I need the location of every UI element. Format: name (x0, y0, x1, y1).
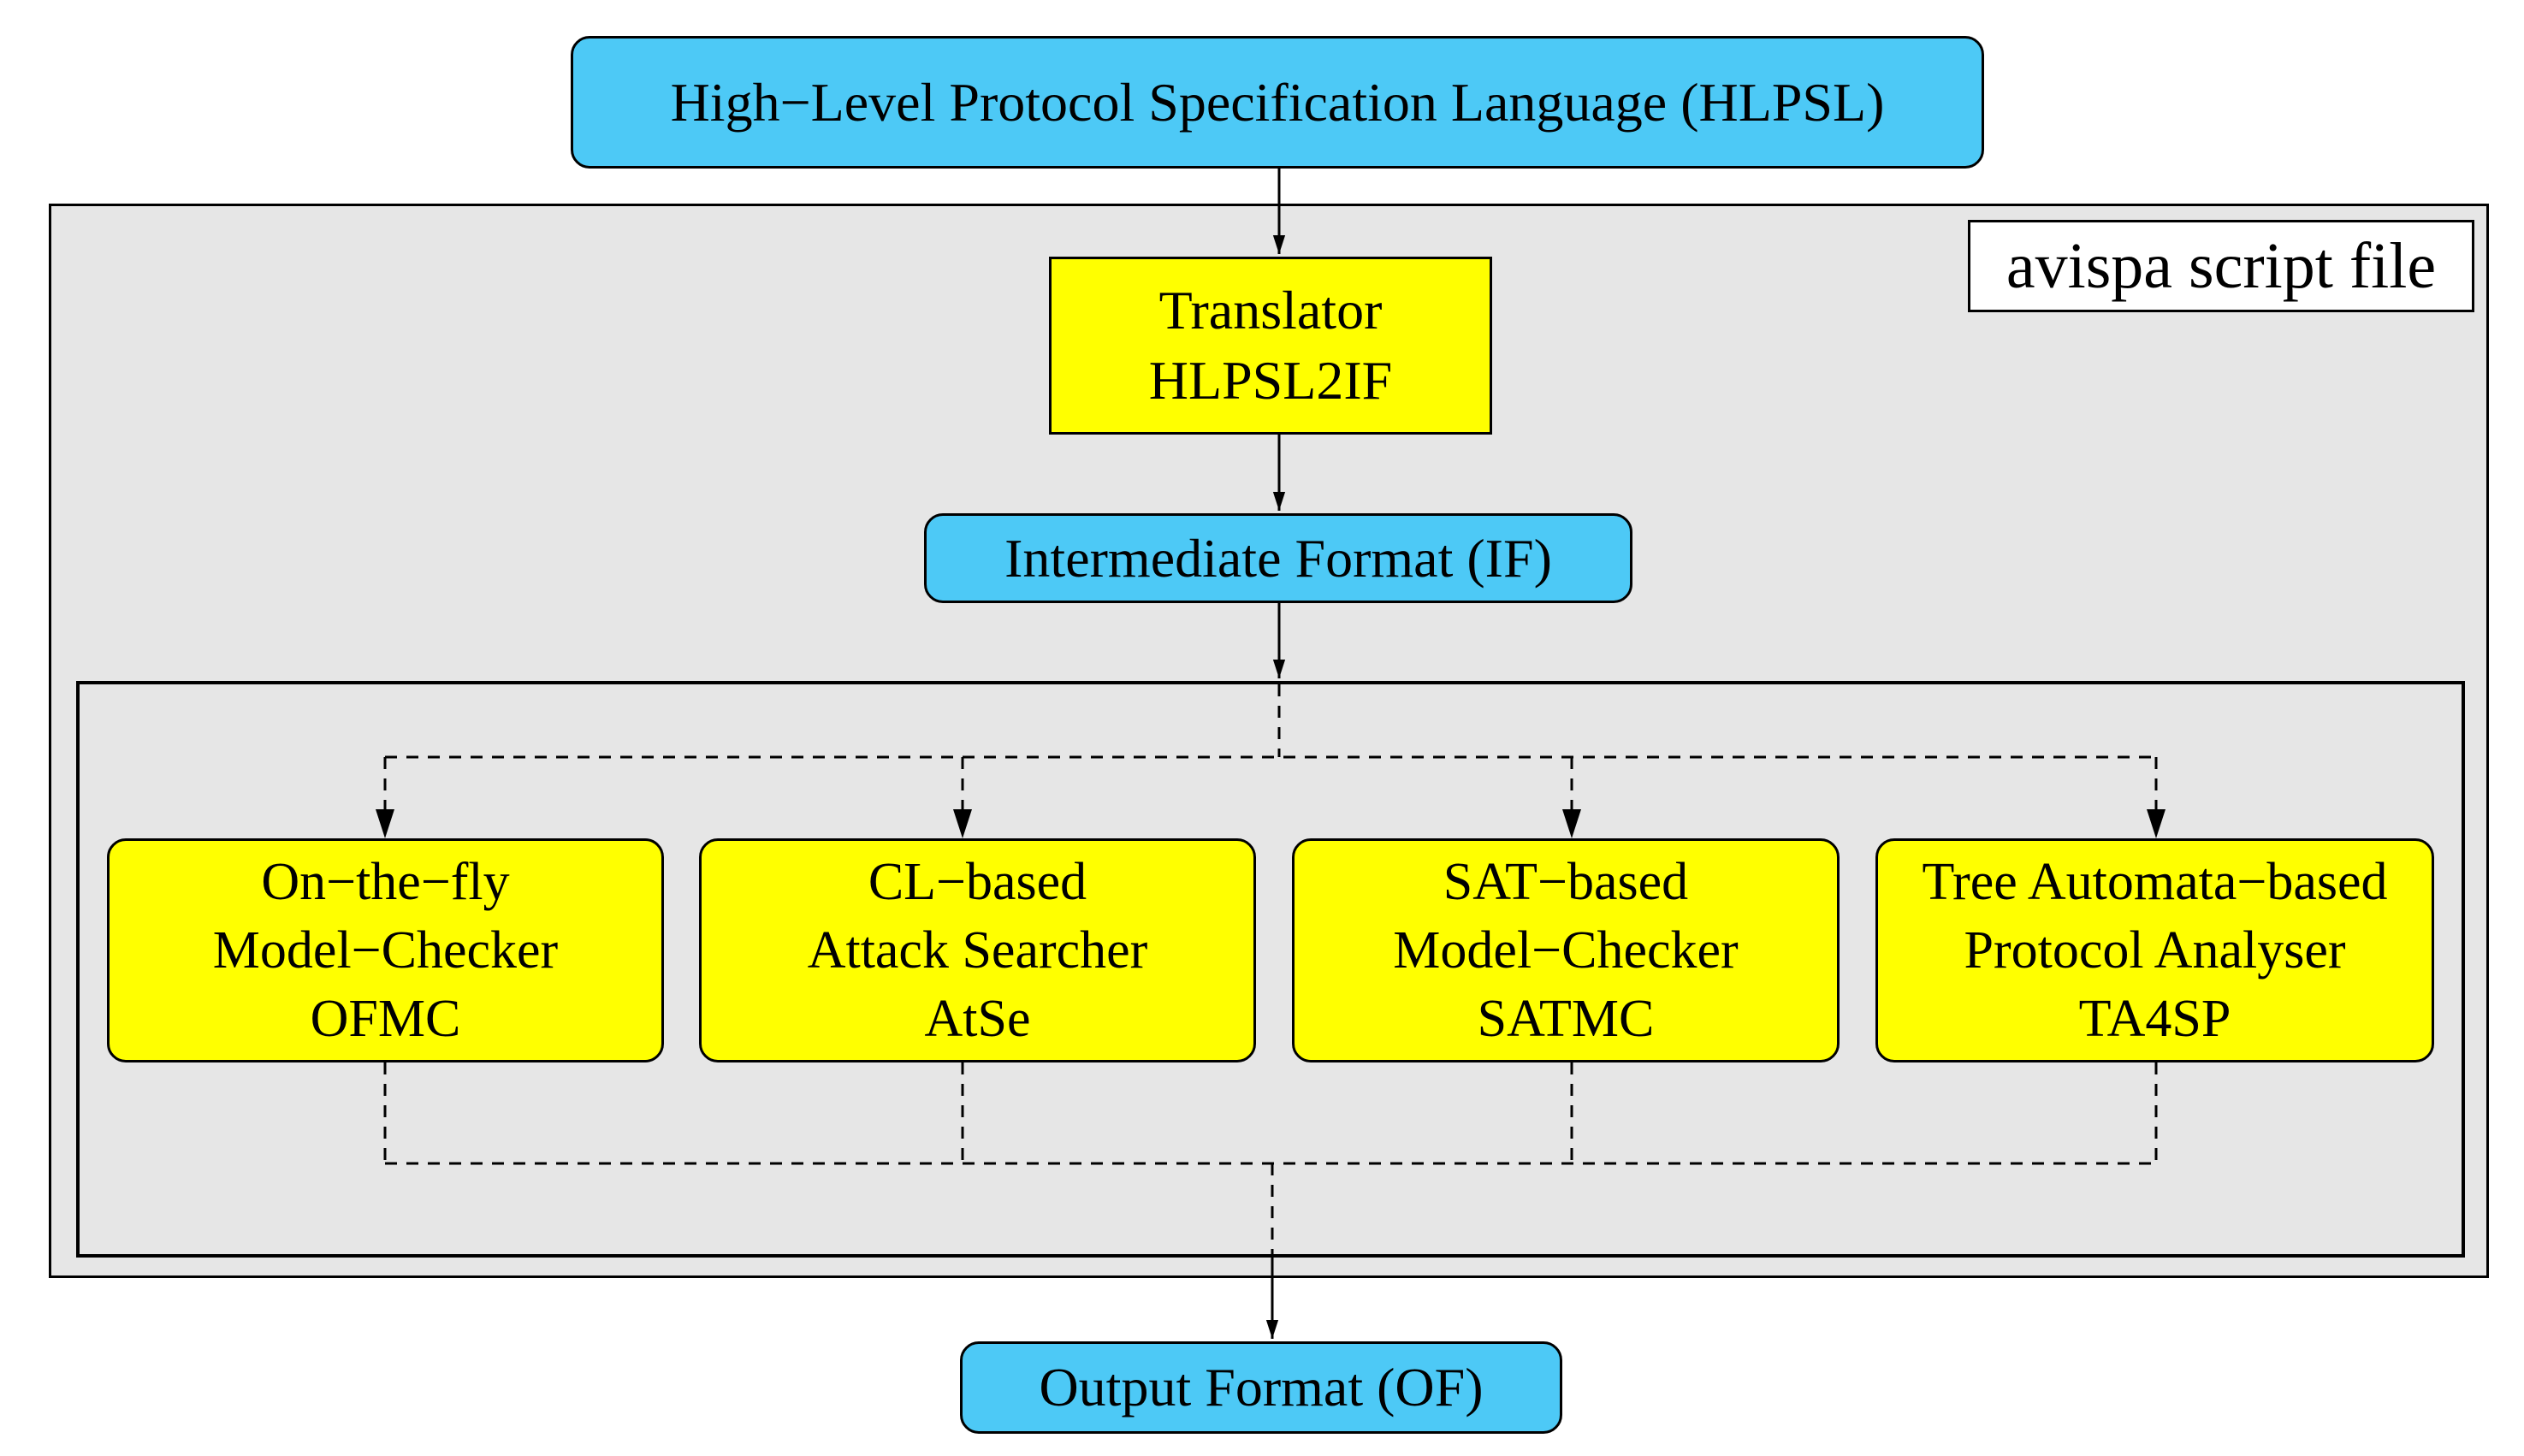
translator-box: Translator HLPSL2IF (1049, 257, 1492, 435)
atse-box: CL−based Attack Searcher AtSe (699, 838, 1256, 1062)
ta4sp-box: Tree Automata−based Protocol Analyser TA… (1875, 838, 2434, 1062)
ta4sp-line3: TA4SP (2078, 990, 2231, 1048)
output-format-label: Output Format (OF) (1039, 1357, 1484, 1418)
ofmc-box: On−the−fly Model−Checker OFMC (107, 838, 664, 1062)
satmc-line3: SATMC (1477, 990, 1655, 1048)
ta4sp-line1: Tree Automata−based (1922, 853, 2388, 911)
atse-line3: AtSe (924, 990, 1031, 1048)
translator-title: Translator (1158, 280, 1383, 340)
satmc-box: SAT−based Model−Checker SATMC (1292, 838, 1840, 1062)
intermediate-format-label: Intermediate Format (IF) (1004, 527, 1552, 589)
hlpsl-box: High−Level Protocol Specification Langua… (571, 36, 1984, 169)
ofmc-line3: OFMC (310, 990, 461, 1048)
intermediate-format-box: Intermediate Format (IF) (924, 513, 1632, 603)
translator-name: HLPSL2IF (1148, 350, 1393, 411)
atse-line2: Attack Searcher (807, 921, 1148, 980)
satmc-line1: SAT−based (1443, 853, 1689, 911)
ofmc-line2: Model−Checker (212, 921, 559, 980)
ta4sp-line2: Protocol Analyser (1964, 921, 2346, 980)
output-format-box: Output Format (OF) (960, 1341, 1562, 1434)
hlpsl-label: High−Level Protocol Specification Langua… (670, 71, 1885, 133)
atse-line1: CL−based (868, 853, 1087, 911)
ofmc-line1: On−the−fly (261, 853, 510, 911)
satmc-line2: Model−Checker (1393, 921, 1739, 980)
avispa-script-file-label: avispa script file (1968, 220, 2474, 312)
